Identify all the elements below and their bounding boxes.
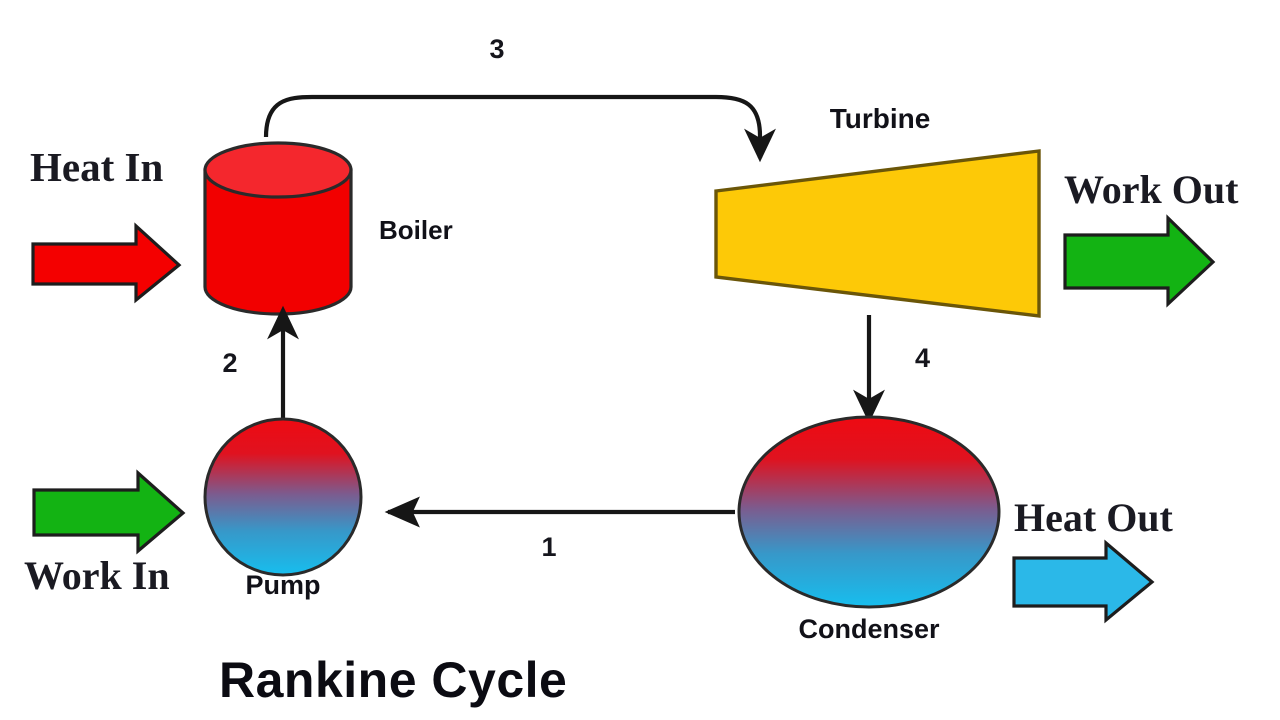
state-3-label: 3 xyxy=(489,34,504,64)
work-out-flow: Work Out xyxy=(1063,167,1239,308)
state-2-label: 2 xyxy=(222,348,237,378)
state-3-arrow xyxy=(263,94,776,163)
state-3-flow: 3 xyxy=(263,34,776,163)
state-4-label: 4 xyxy=(915,343,930,373)
pump-component: Pump xyxy=(203,417,363,600)
boiler-top-ellipse xyxy=(203,141,353,199)
heat-out-flow: Heat Out xyxy=(1012,495,1174,624)
diagram-title: Rankine Cycle xyxy=(219,652,567,708)
heat-in-flow: Heat In xyxy=(30,144,182,304)
pump-label: Pump xyxy=(245,570,320,600)
condenser-label: Condenser xyxy=(798,614,940,644)
boiler-component: Boiler xyxy=(203,141,453,316)
boiler-label: Boiler xyxy=(379,215,453,245)
heat-out-label: Heat Out xyxy=(1014,495,1174,540)
heat-in-label: Heat In xyxy=(30,144,163,190)
work-in-flow: Work In xyxy=(24,469,186,598)
work-out-label: Work Out xyxy=(1064,167,1239,212)
state-4-flow: 4 xyxy=(853,315,930,424)
condenser-component: Condenser xyxy=(737,415,1001,644)
state-1-label: 1 xyxy=(541,532,556,562)
pump-body xyxy=(203,417,363,577)
heat-in-arrow xyxy=(31,222,182,304)
condenser-body xyxy=(737,415,1001,609)
turbine-label: Turbine xyxy=(830,103,931,134)
work-out-arrow xyxy=(1063,214,1216,308)
heat-out-arrow xyxy=(1012,539,1155,624)
work-in-arrow xyxy=(32,469,186,555)
turbine-component: Turbine xyxy=(714,103,1041,318)
state-2-flow: 2 xyxy=(222,305,299,429)
state-1-flow: 1 xyxy=(384,496,735,562)
turbine-body xyxy=(714,149,1041,318)
work-in-label: Work In xyxy=(24,553,170,598)
